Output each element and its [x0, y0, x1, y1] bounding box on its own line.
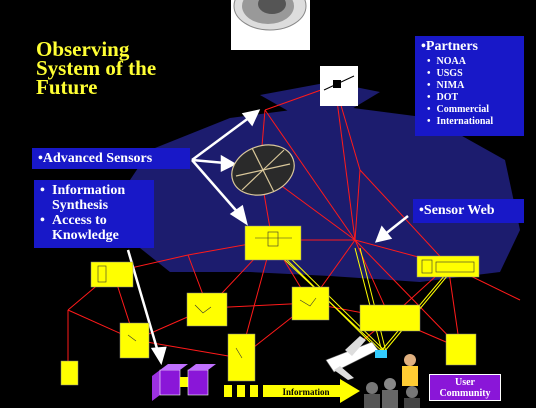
person-icon — [364, 354, 420, 408]
partner-item: International — [427, 116, 524, 128]
partner-item: DOT — [427, 92, 524, 104]
earth-globe-image — [231, 0, 310, 50]
partners-header: •Partners — [421, 39, 478, 54]
satellite-icon — [320, 66, 358, 106]
database-icon — [152, 364, 216, 401]
partner-item: NIMA — [427, 80, 524, 92]
info-synthesis-text: Information Synthesis — [52, 183, 125, 213]
dish-antenna-icon — [231, 144, 295, 196]
partner-item: NOAA — [427, 56, 524, 68]
access-knowledge-item: • Access to Knowledge — [40, 213, 154, 243]
user-line: Community — [439, 388, 491, 399]
info-line: Information — [52, 183, 126, 198]
partners-list: NOAA USGS NIMA DOT Commercial Internatio… — [415, 56, 524, 128]
partners-box: •Partners NOAA USGS NIMA DOT Commercial … — [415, 36, 524, 136]
yellow-nodes — [60, 225, 480, 386]
sensor-web-box: •Sensor Web — [413, 199, 524, 223]
bullet: • — [40, 183, 45, 198]
access-knowledge-text: Access to Knowledge — [52, 213, 119, 243]
partner-item: USGS — [427, 68, 524, 80]
advanced-sensors-box: •Advanced Sensors — [32, 148, 190, 169]
information-flow-arrow — [224, 379, 360, 403]
aircraft-icon — [325, 336, 387, 380]
access-line: Access to — [52, 213, 107, 228]
slide-title: Observing System of the Future — [36, 37, 157, 99]
info-line: Synthesis — [52, 198, 109, 213]
node-sketches — [97, 231, 475, 359]
title-line: Future — [36, 75, 98, 99]
bullet: • — [40, 213, 45, 228]
partner-item: Commercial — [427, 104, 524, 116]
info-synthesis-item: • Information Synthesis — [40, 183, 154, 213]
title-line: Observing — [36, 37, 130, 61]
title-line: System of the — [36, 56, 157, 80]
user-community-box: User Community — [429, 374, 501, 401]
information-label: Information — [282, 387, 330, 397]
access-line: Knowledge — [52, 228, 119, 243]
user-line: User — [455, 377, 475, 388]
information-synthesis-box: • Information Synthesis • Access to Know… — [34, 180, 154, 248]
